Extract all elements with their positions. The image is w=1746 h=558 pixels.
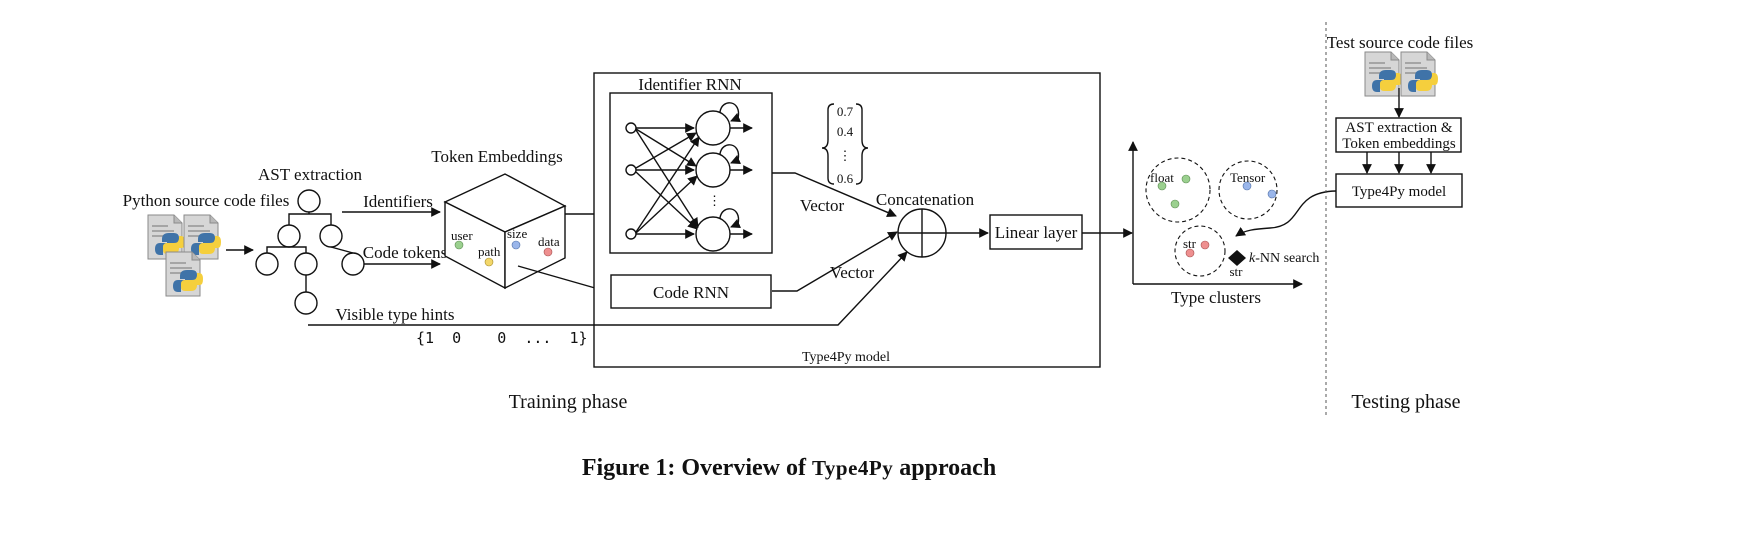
identifier-vector-arrow bbox=[772, 172, 897, 218]
identifier-rnn-label: Identifier RNN bbox=[638, 75, 741, 94]
linear-layer-box bbox=[989, 214, 1083, 250]
code-rnn-box bbox=[610, 274, 772, 309]
concatenation-node bbox=[897, 208, 947, 258]
vector-value-2: 0.4 bbox=[837, 124, 854, 139]
cluster-tensor: Tensor bbox=[1218, 160, 1278, 220]
cluster-float-label: float bbox=[1150, 170, 1174, 185]
rnn-network: ⋮ bbox=[625, 102, 753, 252]
ast-token-box bbox=[1335, 117, 1462, 153]
ast-token-label-2: Token embeddings bbox=[1342, 136, 1456, 152]
svg-text:⋮: ⋮ bbox=[708, 193, 721, 208]
vector-bottom-label: Vector bbox=[830, 263, 875, 282]
type4py-model-inner-label: Type4Py model bbox=[802, 350, 890, 365]
token-embeddings-cube: user path size data bbox=[443, 173, 567, 290]
vector-value-dots: ⋮ bbox=[839, 148, 852, 163]
ast-token-label-1: AST extraction & bbox=[1345, 120, 1453, 136]
type-hints-arrow bbox=[308, 251, 908, 326]
query-point bbox=[1228, 250, 1246, 266]
type-hint-vector: {1 0 0 ... 1} bbox=[416, 329, 588, 347]
cube-data-label: data bbox=[538, 234, 560, 249]
knn-search-label: k-NN search bbox=[1249, 251, 1319, 266]
python-source-label: Python source code files bbox=[123, 191, 290, 210]
cluster-float: float bbox=[1145, 157, 1211, 223]
code-rnn-label: Code RNN bbox=[653, 283, 729, 302]
code-tokens-label: Code tokens bbox=[363, 243, 448, 262]
test-source-label: Test source code files bbox=[1327, 33, 1474, 52]
ast-tree bbox=[255, 189, 365, 315]
query-str-label: str bbox=[1230, 264, 1244, 279]
size-dot bbox=[511, 240, 521, 250]
path-dot bbox=[484, 257, 494, 267]
cluster-str: str bbox=[1174, 225, 1226, 277]
python-file-icon bbox=[1364, 51, 1403, 97]
test-model-query-arrow bbox=[1235, 190, 1337, 237]
vector-value-1: 0.7 bbox=[837, 104, 854, 119]
figure-caption: Figure 1: Overview of Type4Py approach bbox=[582, 455, 996, 481]
visible-type-hints-label: Visible type hints bbox=[336, 305, 455, 324]
type-clusters-label: Type clusters bbox=[1171, 288, 1261, 307]
python-file-icon bbox=[1400, 51, 1439, 97]
cube-size-label: size bbox=[507, 226, 527, 241]
identifiers-label: Identifiers bbox=[363, 192, 433, 211]
cube-user-label: user bbox=[451, 228, 473, 243]
python-file-icon bbox=[165, 251, 204, 297]
token-embeddings-label: Token Embeddings bbox=[431, 147, 562, 166]
code-vector-arrow bbox=[772, 231, 898, 292]
testing-phase-label: Testing phase bbox=[1351, 391, 1460, 413]
data-dot bbox=[543, 247, 553, 257]
type4py-model-test-box bbox=[1335, 173, 1463, 208]
cluster-tensor-label: Tensor bbox=[1230, 170, 1266, 185]
vector-value-3: 0.6 bbox=[837, 171, 854, 186]
concatenation-label: Concatenation bbox=[876, 190, 975, 209]
type4py-model-test-label: Type4Py model bbox=[1352, 184, 1446, 200]
embedding-vector: 0.7 0.4 ⋮ 0.6 bbox=[821, 103, 869, 186]
user-dot bbox=[454, 240, 464, 250]
training-phase-label: Training phase bbox=[509, 391, 628, 413]
cluster-str-label: str bbox=[1183, 236, 1197, 251]
ast-extraction-label: AST extraction bbox=[258, 165, 363, 184]
cube-path-label: path bbox=[478, 244, 501, 259]
linear-layer-label: Linear layer bbox=[995, 223, 1078, 242]
vector-top-label: Vector bbox=[800, 196, 845, 215]
